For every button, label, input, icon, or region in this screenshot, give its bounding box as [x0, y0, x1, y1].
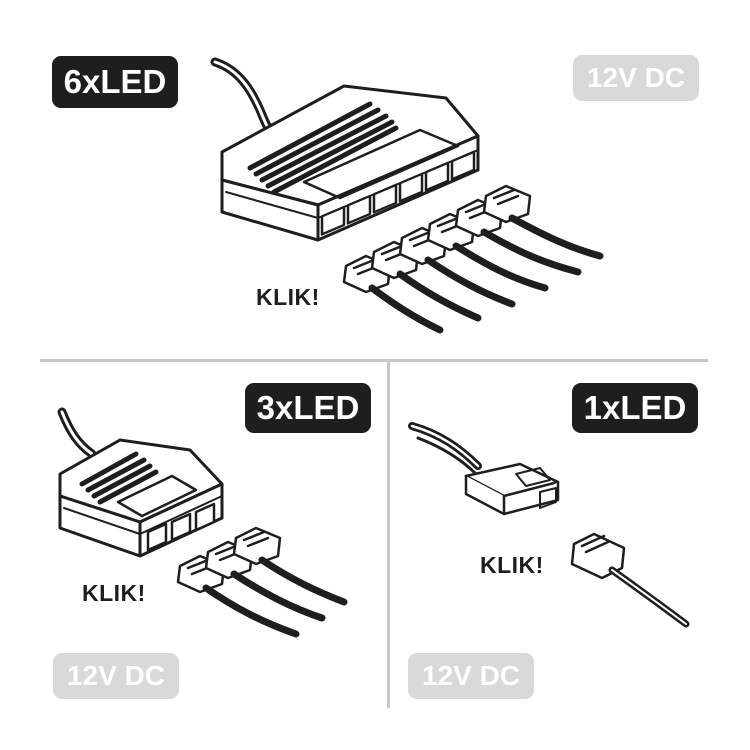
horizontal-divider: [40, 359, 708, 362]
badge-3xled: 3xLED: [245, 383, 371, 433]
single-connector-illustration: [408, 422, 690, 628]
klik-label-top: KLIK!: [256, 284, 320, 310]
badge-6xled: 6xLED: [52, 56, 178, 108]
klik-label-left: KLIK!: [82, 580, 146, 606]
badge-12v-dc-right: 12V DC: [408, 653, 534, 699]
badge-12v-dc-top: 12V DC: [573, 55, 699, 101]
distributor-6way-illustration: [210, 57, 604, 334]
klik-label-right: KLIK!: [480, 552, 544, 578]
panel-1xled: 1xLED KLIK! 12V DC: [390, 362, 750, 750]
panel-3xled: 3xLED KLIK! 12V DC: [0, 362, 386, 750]
badge-12v-dc-left: 12V DC: [53, 653, 179, 699]
badge-1xled: 1xLED: [572, 383, 698, 433]
distributor-3way-illustration: [57, 407, 348, 638]
panel-6xled: 6xLED 12V DC KLIK!: [0, 0, 750, 358]
vertical-divider: [387, 362, 390, 708]
